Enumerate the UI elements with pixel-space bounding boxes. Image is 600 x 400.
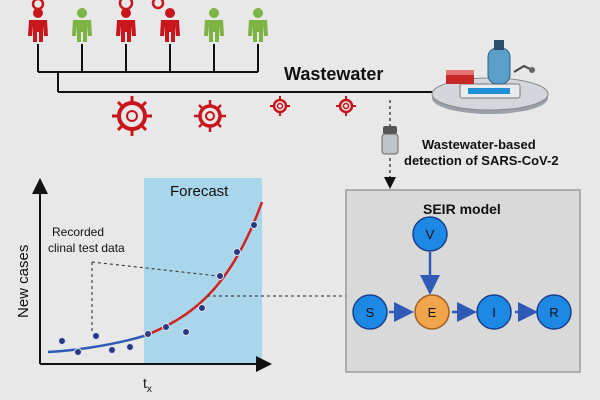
seir-node-v-label: V <box>426 227 435 242</box>
virus-icon <box>194 100 226 132</box>
data-point <box>74 348 82 356</box>
healthy-person-icon <box>72 8 92 42</box>
data-point <box>233 248 241 256</box>
healthy-person-icon <box>248 8 268 42</box>
forecast-fit-line <box>143 201 264 338</box>
virus-icon <box>270 96 290 116</box>
virus-icon <box>336 96 356 116</box>
data-point <box>162 323 170 331</box>
pipe-network <box>37 44 440 93</box>
seir-model-panel: SEIR model V S E I R <box>345 189 581 373</box>
lab-instrument-icon <box>431 40 549 114</box>
detection-label-line2: detection of SARS-CoV-2 <box>404 153 559 168</box>
data-point <box>92 332 100 340</box>
virus-icons-top <box>31 0 165 11</box>
seir-node-v <box>412 216 448 252</box>
seir-model-box <box>345 189 581 373</box>
seir-node-s <box>352 294 388 330</box>
annotation-line1: Recorded <box>52 225 104 239</box>
seir-node-e <box>414 294 450 330</box>
detection-label-line1: Wastewater-based <box>422 137 536 152</box>
data-point <box>144 330 152 338</box>
virus-icon <box>151 0 165 10</box>
seir-node-e-label: E <box>428 305 437 320</box>
infected-person-icon <box>116 8 136 42</box>
data-point <box>216 272 224 280</box>
case-forecast-chart: Forecast New cases tx Recorded clinal te… <box>15 178 346 395</box>
infected-person-icon <box>160 8 180 42</box>
wastewater-label: Wastewater <box>284 64 383 84</box>
annotation-line2: clinal test data <box>48 241 125 255</box>
forecast-band <box>144 178 262 364</box>
virus-icon <box>112 96 152 136</box>
data-point <box>198 304 206 312</box>
sample-tube-icon <box>381 126 399 155</box>
data-point <box>108 346 116 354</box>
x-tick-label: tx <box>143 375 152 395</box>
seir-model-title: SEIR model <box>423 201 501 217</box>
virus-icon <box>118 0 134 11</box>
data-point <box>126 343 134 351</box>
data-point <box>250 221 258 229</box>
seir-node-r-label: R <box>549 305 558 320</box>
seir-node-i-label: I <box>492 305 496 320</box>
people-row <box>28 8 268 42</box>
y-axis-label: New cases <box>15 245 32 318</box>
infected-person-icon <box>28 8 48 42</box>
data-point <box>182 328 190 336</box>
virus-icon <box>31 0 45 11</box>
data-point <box>58 337 66 345</box>
healthy-person-icon <box>204 8 224 42</box>
seir-node-i <box>476 294 512 330</box>
observed-fit-line <box>47 334 145 354</box>
forecast-label: Forecast <box>170 183 229 200</box>
seir-node-r <box>536 294 572 330</box>
seir-node-s-label: S <box>366 305 375 320</box>
virus-icons-pipe <box>112 96 356 136</box>
